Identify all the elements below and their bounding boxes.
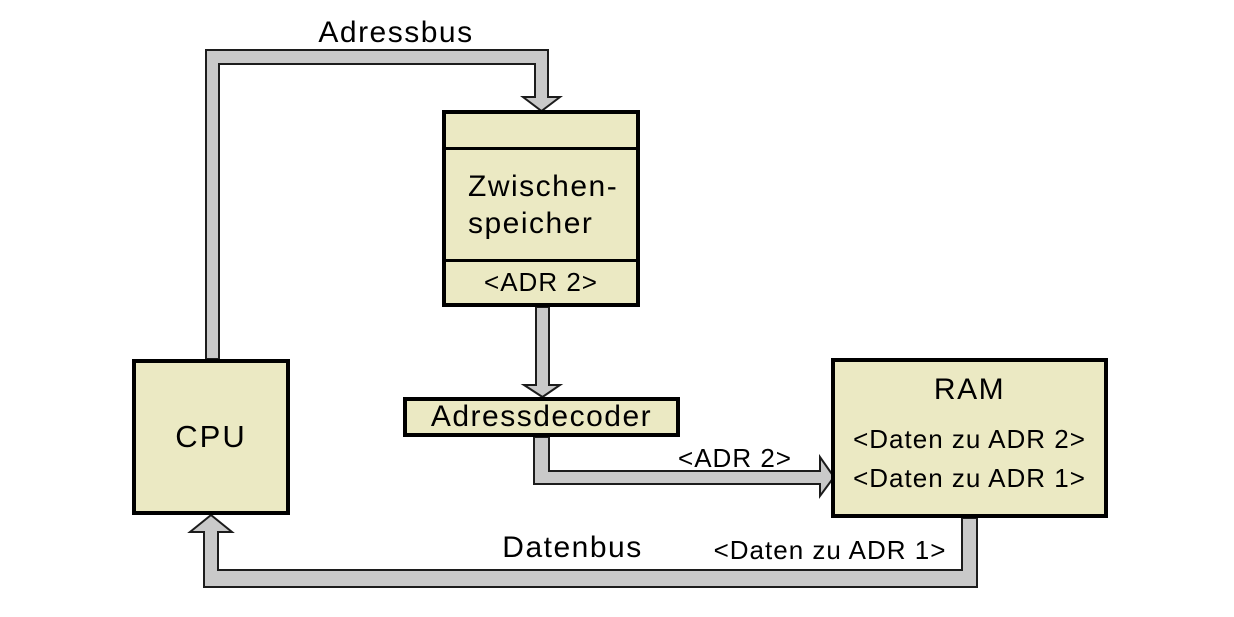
zwischenspeicher-to-adressdecoder-pipe-arrow [520,306,564,399]
ram-daten-zu-adr1-entry: <Daten zu ADR 1> [853,463,1086,493]
daten-zu-adr1-bus-label: <Daten zu ADR 1> [713,535,947,565]
adr2-bus-label: <ADR 2> [678,443,792,473]
zwischenspeicher-adr2-slot-label: <ADR 2> [484,267,598,297]
adressdecoder-label: Adressdecoder [430,400,653,433]
zwischenspeicher-empty-slot [446,114,636,147]
ram-box: RAM <Daten zu ADR 2> <Daten zu ADR 1> [831,358,1108,518]
zwischenspeicher-label: Zwischen- speicher [446,147,636,259]
zwischenspeicher-box: Zwischen- speicher <ADR 2> [442,110,640,307]
datenbus-pipe-arrow [187,513,978,588]
cpu-label: CPU [175,419,247,454]
zwischenspeicher-label-line2: speicher [468,206,594,240]
zwischenspeicher-adr2-slot: <ADR 2> [446,259,636,303]
adressdecoder-box: Adressdecoder [403,397,680,437]
adressdecoder-to-ram-pipe-arrow [533,436,836,500]
adressbus-label: Adressbus [318,16,474,49]
ram-label: RAM [933,373,1006,406]
cpu-box: CPU [132,359,290,515]
zwischenspeicher-label-line1: Zwischen- [468,169,619,203]
ram-daten-zu-adr2-entry: <Daten zu ADR 2> [853,424,1086,454]
datenbus-label: Datenbus [502,531,643,564]
